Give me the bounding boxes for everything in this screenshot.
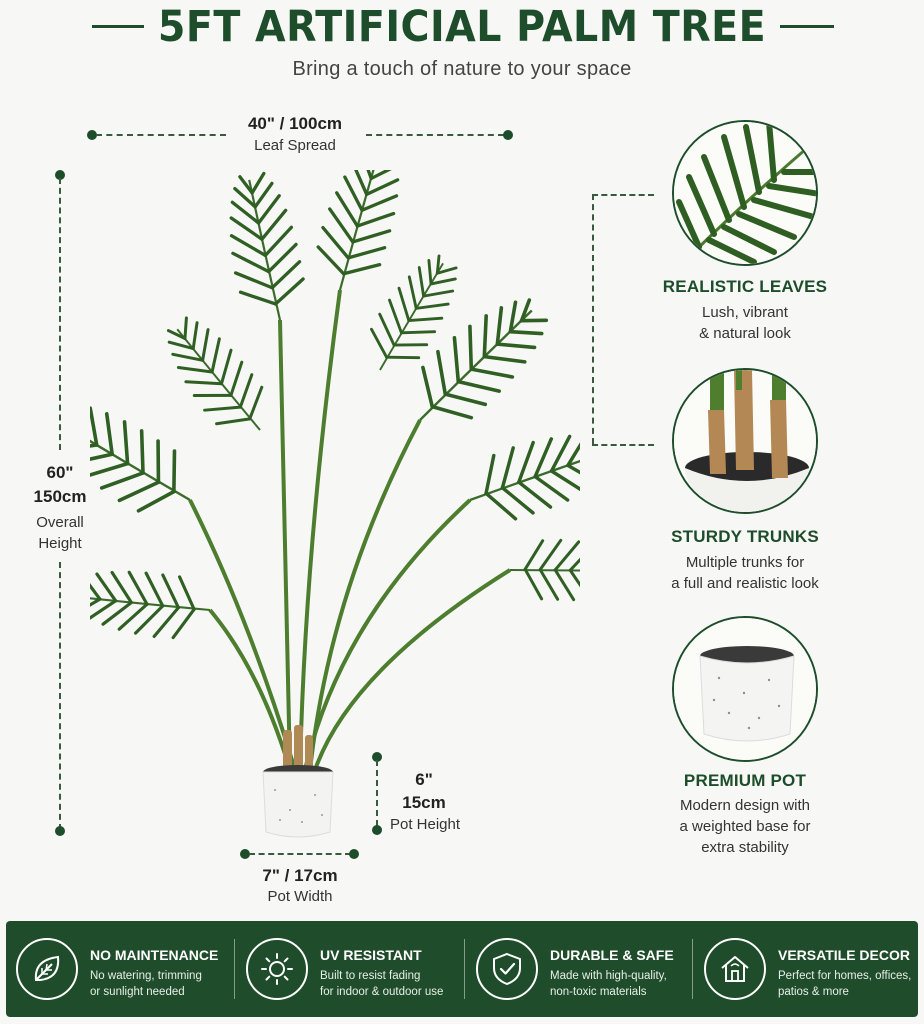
- palm-tree-illustration: [90, 170, 580, 838]
- premium-pot-desc-3: extra stability: [701, 839, 789, 856]
- premium-pot-desc: Modern design with a weighted base for e…: [625, 795, 865, 858]
- palm-leaf-closeup-icon: [674, 122, 816, 264]
- no-maintenance-title: NO MAINTENANCE: [90, 947, 219, 963]
- no-maintenance-desc-1: No watering, trimming: [90, 970, 202, 982]
- pot-height-value-inch: 6": [415, 770, 433, 789]
- realistic-leaves-image: [672, 120, 818, 266]
- title-left-rule: [92, 25, 144, 28]
- height-value-cm: 150cm: [33, 487, 87, 506]
- uv-resistant-desc: Built to resist fading for indoor & outd…: [320, 968, 443, 1000]
- pot-height-line: [376, 760, 378, 826]
- realistic-leaves-desc-2: & natural look: [699, 325, 791, 342]
- banner-divider-2: [464, 939, 465, 999]
- banner-item-uv-resistant: UV RESISTANT Built to resist fading for …: [236, 921, 464, 1017]
- versatile-decor-title: VERSATILE DECOR: [778, 947, 910, 963]
- no-maintenance-desc: No watering, trimming or sunlight needed: [90, 968, 202, 1000]
- page-title: 5FT ARTIFICIAL PALM TREE: [157, 2, 767, 52]
- title-right-rule: [780, 25, 834, 28]
- pot-width-label: Pot Width: [267, 888, 333, 905]
- durable-safe-desc: Made with high-quality, non-toxic materi…: [550, 968, 667, 1000]
- features-banner: NO MAINTENANCE No watering, trimming or …: [6, 921, 918, 1017]
- sturdy-trunks-desc-2: a full and realistic look: [671, 575, 819, 592]
- height-bottom-dot: [55, 826, 65, 836]
- leaf-spread-right-dot: [503, 130, 513, 140]
- height-top-dot: [55, 170, 65, 180]
- uv-resistant-desc-1: Built to resist fading: [320, 970, 421, 982]
- house-icon: [704, 938, 766, 1000]
- feature-connector-vertical: [592, 194, 594, 444]
- realistic-leaves-desc: Lush, vibrant & natural look: [625, 302, 865, 344]
- durable-safe-desc-1: Made with high-quality,: [550, 970, 667, 982]
- sturdy-trunks-image: [672, 368, 818, 514]
- versatile-decor-desc-1: Perfect for homes, offices,: [778, 970, 912, 982]
- pot-height-value-cm: 15cm: [402, 793, 446, 812]
- page-subtitle: Bring a touch of nature to your space: [292, 58, 632, 80]
- premium-pot-desc-1: Modern design with: [679, 797, 811, 814]
- leaf-spread-value: 40" / 100cm: [247, 114, 343, 133]
- premium-pot-desc-2: a weighted base for: [679, 818, 811, 835]
- banner-item-durable-safe: DURABLE & SAFE Made with high-quality, n…: [466, 921, 692, 1017]
- leaf-spread-left-dot: [87, 130, 97, 140]
- banner-divider-3: [692, 939, 693, 999]
- uv-resistant-title: UV RESISTANT: [320, 947, 422, 963]
- banner-item-versatile-decor: VERSATILE DECOR Perfect for homes, offic…: [694, 921, 918, 1017]
- white-pot-icon: [674, 618, 816, 760]
- pot-width-line: [249, 853, 351, 855]
- feature-connector-top: [592, 194, 654, 196]
- height-bottom-line: [59, 562, 61, 830]
- height-label-1: Overall: [36, 514, 84, 531]
- leaf-spread-label: Leaf Spread: [254, 137, 336, 154]
- height-value-inch: 60": [46, 463, 74, 482]
- pot-height-label: Pot Height: [389, 816, 461, 833]
- premium-pot-image: [672, 616, 818, 762]
- versatile-decor-desc: Perfect for homes, offices, patios & mor…: [778, 968, 911, 1000]
- feature-connector-bottom: [592, 444, 654, 446]
- premium-pot-title: PREMIUM POT: [683, 771, 807, 790]
- banner-item-no-maintenance: NO MAINTENANCE No watering, trimming or …: [6, 921, 234, 1017]
- height-top-line: [59, 178, 61, 450]
- no-maintenance-desc-2: or sunlight needed: [90, 986, 185, 998]
- leaf-spread-left-line: [96, 134, 226, 136]
- leaf-spread-right-line: [366, 134, 504, 136]
- banner-divider-1: [234, 939, 235, 999]
- shield-check-icon: [476, 938, 538, 1000]
- sturdy-trunks-desc-1: Multiple trunks for: [685, 554, 805, 571]
- realistic-leaves-desc-1: Lush, vibrant: [702, 304, 788, 321]
- uv-resistant-desc-2: for indoor & outdoor use: [320, 986, 444, 998]
- realistic-leaves-title: REALISTIC LEAVES: [662, 277, 828, 296]
- sun-icon: [246, 938, 308, 1000]
- leaf-icon: [16, 938, 78, 1000]
- sturdy-trunks-desc: Multiple trunks for a full and realistic…: [625, 552, 865, 594]
- pot-height-bottom-dot: [372, 825, 382, 835]
- pot-width-value: 7" / 17cm: [262, 866, 338, 885]
- durable-safe-title: DURABLE & SAFE: [550, 947, 674, 963]
- versatile-decor-desc-2: patios & more: [778, 986, 849, 998]
- height-label-2: Height: [38, 535, 82, 552]
- sturdy-trunks-title: STURDY TRUNKS: [671, 527, 819, 546]
- durable-safe-desc-2: non-toxic materials: [550, 986, 647, 998]
- trunk-closeup-icon: [674, 370, 816, 512]
- pot-width-left-dot: [240, 849, 250, 859]
- pot-height-top-dot: [372, 752, 382, 762]
- pot-width-right-dot: [349, 849, 359, 859]
